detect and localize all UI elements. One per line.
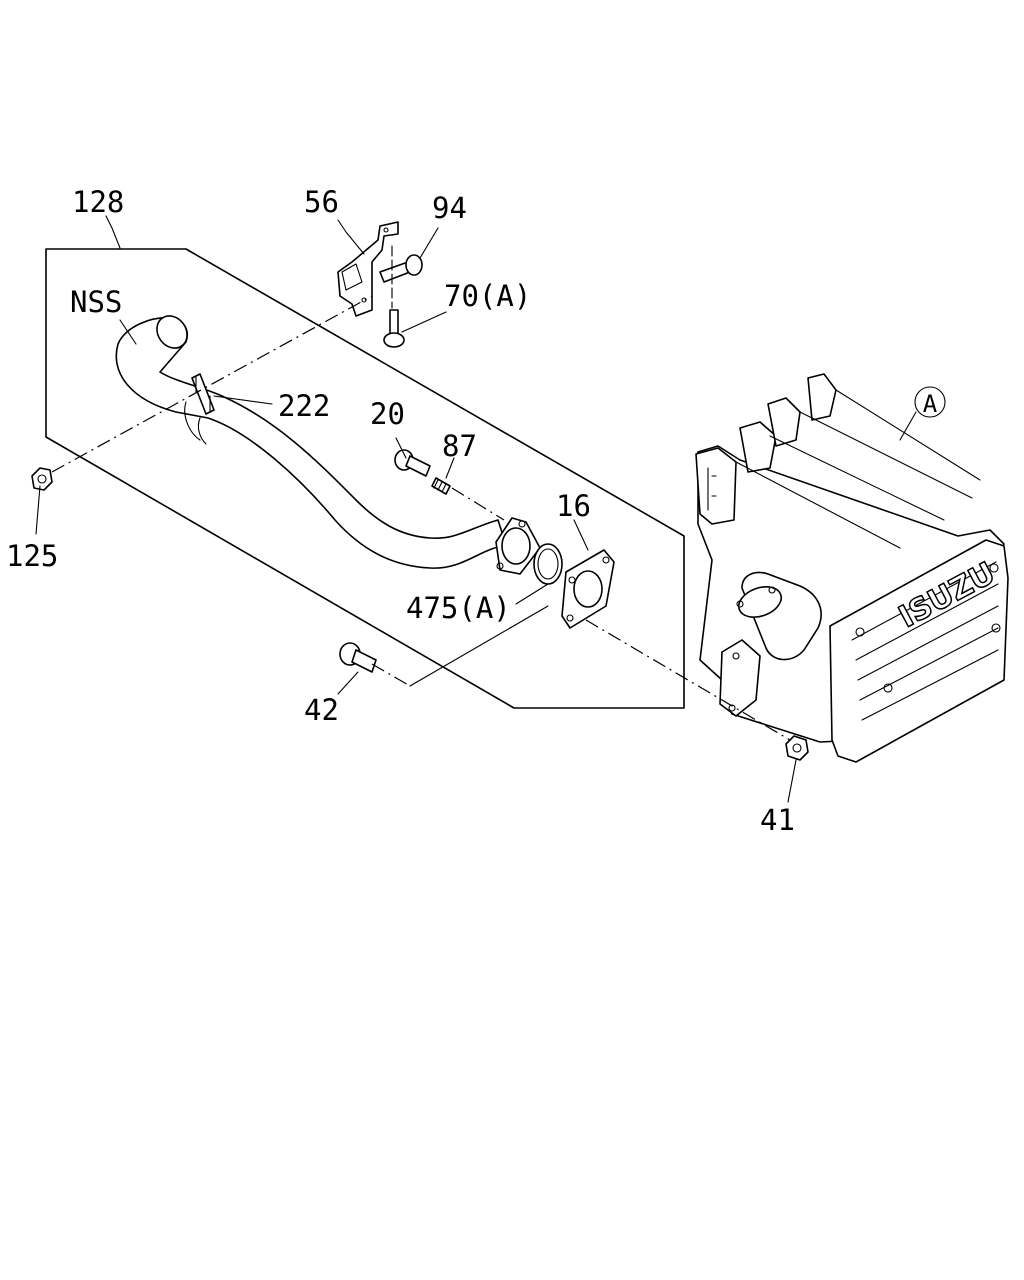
bolt-70a (383, 245, 405, 348)
callout-222: 222 (278, 389, 330, 423)
clamp-222 (191, 373, 215, 415)
callout-56: 56 (304, 185, 339, 219)
callout-94: 94 (432, 191, 467, 225)
callout-nss: NSS (70, 285, 122, 319)
align-line-87-to-flange (451, 487, 505, 521)
exhaust-pipe (115, 315, 507, 569)
nut-125 (31, 467, 53, 491)
callout-16: 16 (556, 489, 591, 523)
gasket-ring-475a (533, 543, 563, 585)
leader-lines (35, 215, 917, 803)
pipe-flange (495, 517, 541, 575)
callout-128: 128 (72, 185, 124, 219)
callout-41: 41 (760, 803, 795, 837)
callout-125: 125 (6, 539, 58, 573)
bolt-42 (339, 642, 377, 673)
nut-41 (785, 735, 809, 761)
callout-87: 87 (442, 429, 477, 463)
bracket-56 (337, 221, 399, 317)
align-line-flange-to-41 (585, 619, 791, 741)
svg-text:A: A (923, 390, 938, 418)
callout-20: 20 (370, 397, 405, 431)
align-line-42-to-flange (371, 663, 411, 687)
callout-70a: 70(A) (444, 279, 531, 313)
gasket-plate-16 (561, 549, 615, 629)
callout-475a: 475(A) (406, 591, 511, 625)
spring-87 (431, 477, 451, 495)
assembly-128-boundary (45, 248, 685, 709)
reference-a: A (914, 386, 946, 418)
callout-42: 42 (304, 693, 339, 727)
bolt-94 (379, 254, 423, 283)
align-line-125-to-bracket (51, 295, 373, 473)
muffler-assembly: ISUZU (695, 373, 1009, 763)
bolt-20 (394, 449, 431, 477)
